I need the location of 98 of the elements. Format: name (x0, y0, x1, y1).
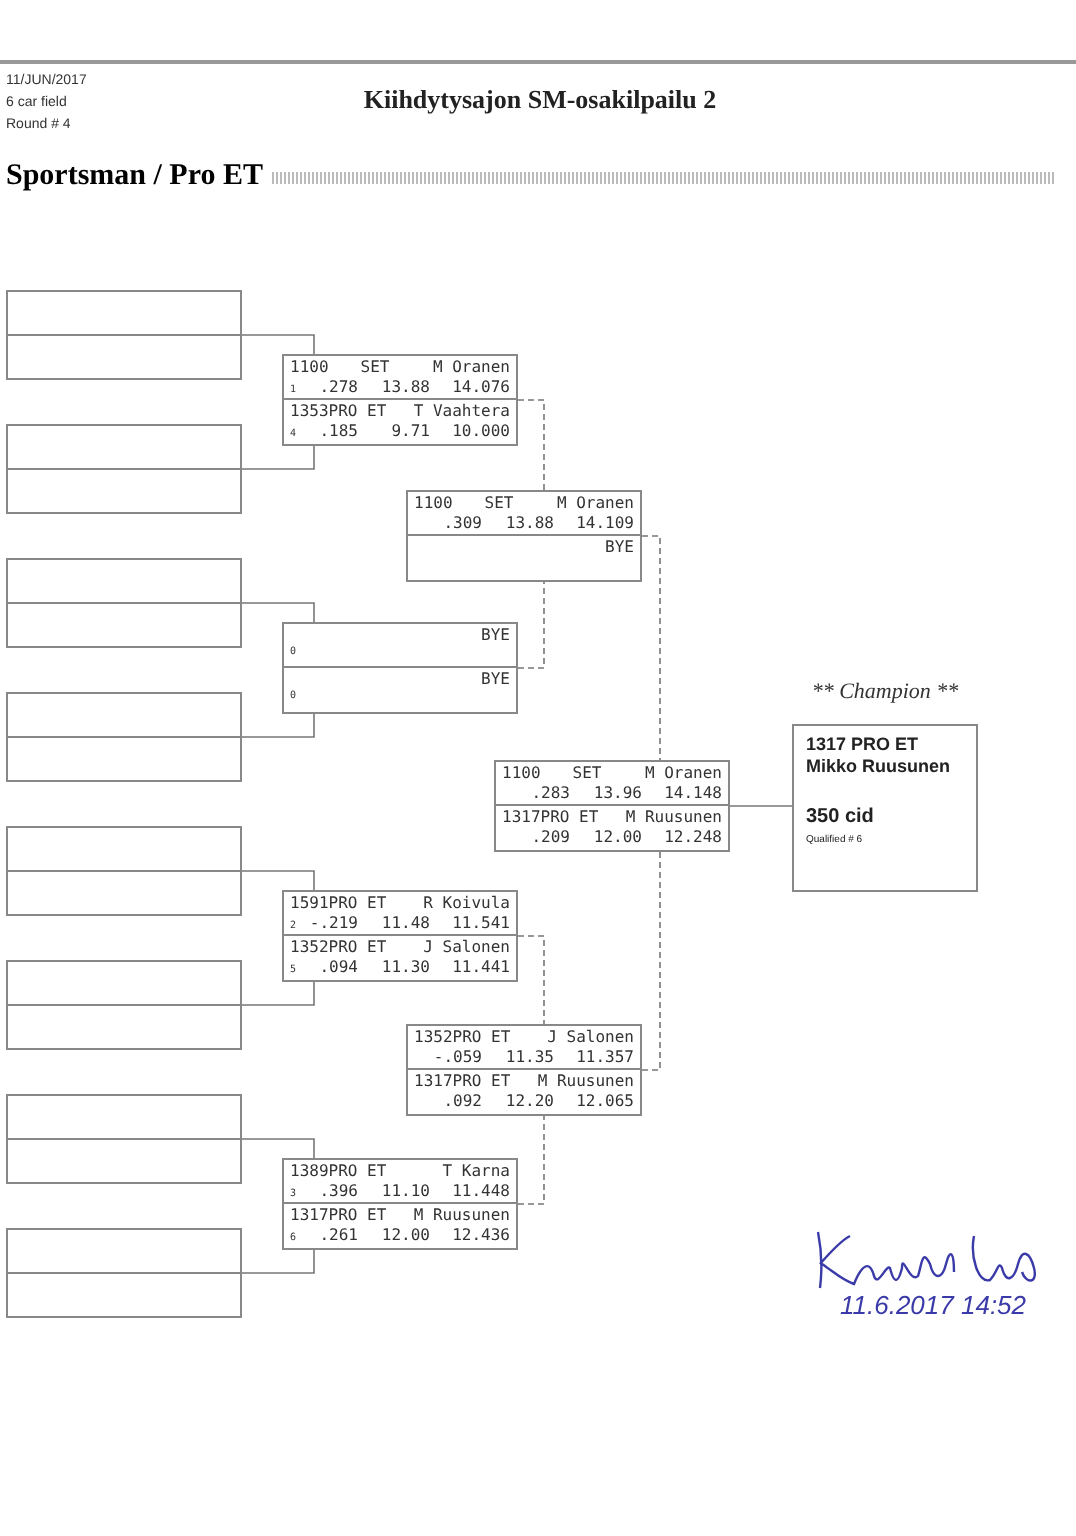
elapsed-time: 12.065 (574, 1092, 634, 1112)
dial-in: 12.00 (591, 828, 642, 848)
entry-box (6, 960, 242, 1050)
bracket-line (241, 713, 315, 738)
driver-name: T Karna (442, 1162, 510, 1182)
match-box (282, 1158, 518, 1250)
reaction-time: .309 (441, 514, 482, 534)
bracket-line (641, 851, 661, 1071)
page-title: Kiihdytysajon SM-osakilpailu 2 (361, 84, 719, 114)
class-label: SET (572, 764, 602, 784)
reaction-time: .283 (529, 784, 570, 804)
car-class-label: 1353PRO ET (290, 402, 387, 422)
bracket-line (241, 602, 315, 623)
elapsed-time: 11.357 (574, 1048, 634, 1068)
driver-name: M Oranen (432, 358, 510, 378)
reaction-time: .396 (317, 1182, 358, 1202)
class-heading: Sportsman / Pro ET (6, 160, 263, 192)
dial-in: 11.35 (503, 1048, 554, 1068)
dial-in: 11.30 (379, 958, 430, 978)
driver-name: M Ruusunen (625, 808, 722, 828)
car-class-label: 1389PRO ET (290, 1162, 387, 1182)
match-box (282, 622, 518, 714)
bracket-line (241, 870, 315, 891)
elapsed-time: 12.248 (662, 828, 722, 848)
driver-name: M Oranen (556, 494, 634, 514)
driver-name: M Ruusunen (413, 1206, 510, 1226)
driver-name: J Salonen (423, 938, 510, 958)
car-class-label: 1317 PRO ET (806, 734, 921, 756)
match-box (494, 760, 730, 852)
car-class-label: 1591PRO ET (290, 894, 387, 914)
engine-size: 350 cid (806, 806, 876, 830)
dial-in: 11.10 (379, 1182, 430, 1202)
car-number: 1100 (290, 358, 329, 378)
elapsed-time: 11.541 (450, 914, 510, 934)
handwritten-date: 11.6.2017 14:52 (840, 1292, 1027, 1320)
driver-name: Mikko Ruusunen (806, 756, 953, 778)
car-number: 1100 (502, 764, 541, 784)
bracket-line (241, 334, 315, 355)
bracket-line (517, 399, 545, 491)
class-label: SET (484, 494, 514, 514)
elapsed-time: 11.448 (450, 1182, 510, 1202)
reaction-time: .261 (317, 1226, 358, 1246)
driver-name: R Koivula (423, 894, 510, 914)
car-class-label: 1317PRO ET (414, 1072, 511, 1092)
driver-name: M Oranen (644, 764, 722, 784)
class-label: SET (360, 358, 390, 378)
bye-label: BYE (481, 670, 510, 690)
driver-name: T Vaahtera (413, 402, 510, 422)
reaction-time: -.219 (307, 914, 358, 934)
bracket-line (641, 535, 661, 761)
bracket-line (241, 445, 315, 470)
dial-in: 13.88 (379, 378, 430, 398)
car-class-label: 1317PRO ET (290, 1206, 387, 1226)
bye-label: BYE (481, 626, 510, 646)
match-box (406, 490, 642, 582)
reaction-time: .185 (317, 422, 358, 442)
match-box (282, 354, 518, 446)
entry-box (6, 424, 242, 514)
reaction-time: .209 (529, 828, 570, 848)
reaction-time: -.059 (431, 1048, 482, 1068)
entry-box (6, 558, 242, 648)
dial-in: 13.96 (591, 784, 642, 804)
reaction-time: .092 (441, 1092, 482, 1112)
match-box (282, 890, 518, 982)
match-box (406, 1024, 642, 1116)
champion-heading: ** Champion ** (811, 680, 959, 706)
bracket-line (517, 581, 545, 669)
bracket-line (517, 1115, 545, 1205)
elapsed-time: 11.441 (450, 958, 510, 978)
driver-name: M Ruusunen (537, 1072, 634, 1092)
entry-box (6, 692, 242, 782)
bracket-line (729, 805, 793, 807)
car-number: 1100 (414, 494, 453, 514)
dial-in: 12.20 (503, 1092, 554, 1112)
entry-box (6, 826, 242, 916)
car-class-label: 1317PRO ET (502, 808, 599, 828)
elapsed-time: 14.148 (662, 784, 722, 804)
bracket-line (241, 981, 315, 1006)
driver-name: J Salonen (547, 1028, 634, 1048)
bracket-line (517, 935, 545, 1025)
dial-in: 9.71 (389, 422, 430, 442)
bracket-line (241, 1249, 315, 1274)
reaction-time: .278 (317, 378, 358, 398)
bracket-line (241, 1138, 315, 1159)
bye-label: BYE (605, 538, 634, 558)
entry-box (6, 1094, 242, 1184)
elapsed-time: 14.109 (574, 514, 634, 534)
entry-box (6, 290, 242, 380)
elapsed-time: 12.436 (450, 1226, 510, 1246)
dial-in: 11.48 (379, 914, 430, 934)
car-class-label: 1352PRO ET (290, 938, 387, 958)
elapsed-time: 14.076 (450, 378, 510, 398)
reaction-time: .094 (317, 958, 358, 978)
car-class-label: 1352PRO ET (414, 1028, 511, 1048)
entry-box (6, 1228, 242, 1318)
dial-in: 13.88 (503, 514, 554, 534)
elapsed-time: 10.000 (450, 422, 510, 442)
dial-in: 12.00 (379, 1226, 430, 1246)
